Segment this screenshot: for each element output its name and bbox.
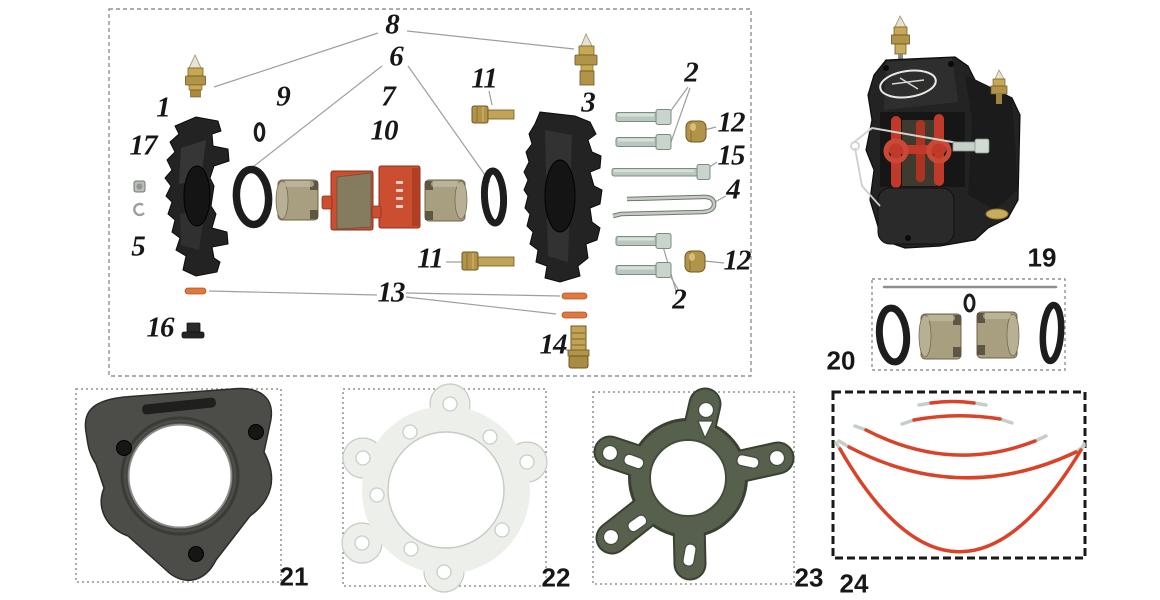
part-label-3: 3 bbox=[581, 86, 595, 119]
part-label-16: 16 bbox=[146, 311, 175, 344]
seal-kit-contents bbox=[875, 285, 1065, 366]
part-label-21: 21 bbox=[279, 561, 309, 592]
caliper-half-right bbox=[523, 111, 603, 283]
part-label-15: 15 bbox=[717, 139, 746, 172]
socket-screw-4 bbox=[615, 262, 672, 278]
brake-lines bbox=[834, 399, 1086, 554]
kit-small-o-ring bbox=[963, 293, 976, 313]
banjo-bolt bbox=[567, 325, 590, 369]
part-label-1: 1 bbox=[156, 91, 170, 124]
part-label-9: 9 bbox=[276, 80, 290, 113]
brass-cap-top bbox=[685, 120, 707, 143]
part-label-5: 5 bbox=[131, 230, 145, 263]
socket-screws bbox=[615, 109, 672, 278]
kit-seal-left bbox=[875, 304, 911, 366]
part-label-11-top: 11 bbox=[471, 62, 497, 95]
mounting-bracket bbox=[84, 387, 273, 582]
part-label-20: 20 bbox=[826, 345, 856, 376]
piston-right bbox=[424, 179, 468, 222]
part-label-10: 10 bbox=[370, 114, 399, 147]
caliper-half-left bbox=[164, 116, 230, 277]
brass-bolt-top bbox=[471, 105, 515, 124]
part-label-11-bottom: 11 bbox=[417, 242, 443, 275]
part-label-24: 24 bbox=[839, 568, 869, 599]
part-label-12-bottom: 12 bbox=[723, 244, 752, 277]
rubber-plug bbox=[181, 322, 205, 339]
part-label-8: 8 bbox=[385, 8, 399, 41]
caliper-logo-badge bbox=[879, 69, 937, 99]
piston-seal-left bbox=[232, 165, 273, 229]
plate-box-border bbox=[592, 391, 795, 585]
part-label-12-top: 12 bbox=[717, 106, 746, 139]
bleed-nipple-left bbox=[185, 54, 206, 98]
socket-screw-3 bbox=[615, 233, 672, 249]
kit-piston-right bbox=[976, 311, 1020, 359]
leader-lines bbox=[208, 30, 727, 352]
part-label-17: 17 bbox=[129, 129, 158, 162]
piston-seal-right bbox=[480, 167, 508, 227]
seal-kit-box-border bbox=[871, 278, 1066, 371]
long-screw bbox=[611, 164, 711, 180]
brake-lines-box-border bbox=[831, 390, 1087, 560]
carrier-plate bbox=[593, 387, 795, 581]
brass-bolt-bottom bbox=[461, 251, 515, 271]
gasket bbox=[341, 383, 548, 593]
retaining-pin bbox=[612, 194, 717, 219]
kit-piston-left bbox=[918, 313, 962, 360]
part-label-14: 14 bbox=[539, 328, 568, 361]
part-label-7: 7 bbox=[381, 80, 395, 113]
bracket-box-border bbox=[75, 388, 282, 583]
part-label-22: 22 bbox=[541, 562, 571, 593]
assembled-caliper-photo bbox=[850, 15, 1021, 249]
part-label-2-bottom: 2 bbox=[672, 283, 686, 316]
small-clip bbox=[133, 202, 145, 217]
part-label-23: 23 bbox=[794, 562, 824, 593]
part-label-13: 13 bbox=[377, 276, 406, 309]
part-label-19: 19 bbox=[1027, 242, 1057, 273]
brass-cap-bottom bbox=[684, 250, 706, 273]
kit-seal-right bbox=[1039, 301, 1065, 365]
part-label-4: 4 bbox=[726, 173, 740, 206]
small-o-ring bbox=[253, 122, 266, 142]
brake-pad-right bbox=[371, 165, 421, 229]
socket-screw-2 bbox=[615, 134, 672, 150]
main-exploded-box-border bbox=[108, 8, 752, 377]
brake-pad-left bbox=[321, 170, 374, 231]
piston-left bbox=[275, 179, 319, 221]
part-label-2-top: 2 bbox=[684, 56, 698, 89]
bleed-nipple-right bbox=[574, 33, 598, 86]
small-nut bbox=[133, 180, 146, 193]
part-label-6: 6 bbox=[389, 40, 403, 73]
socket-screw-1 bbox=[615, 109, 672, 125]
orange-pins bbox=[184, 287, 588, 319]
